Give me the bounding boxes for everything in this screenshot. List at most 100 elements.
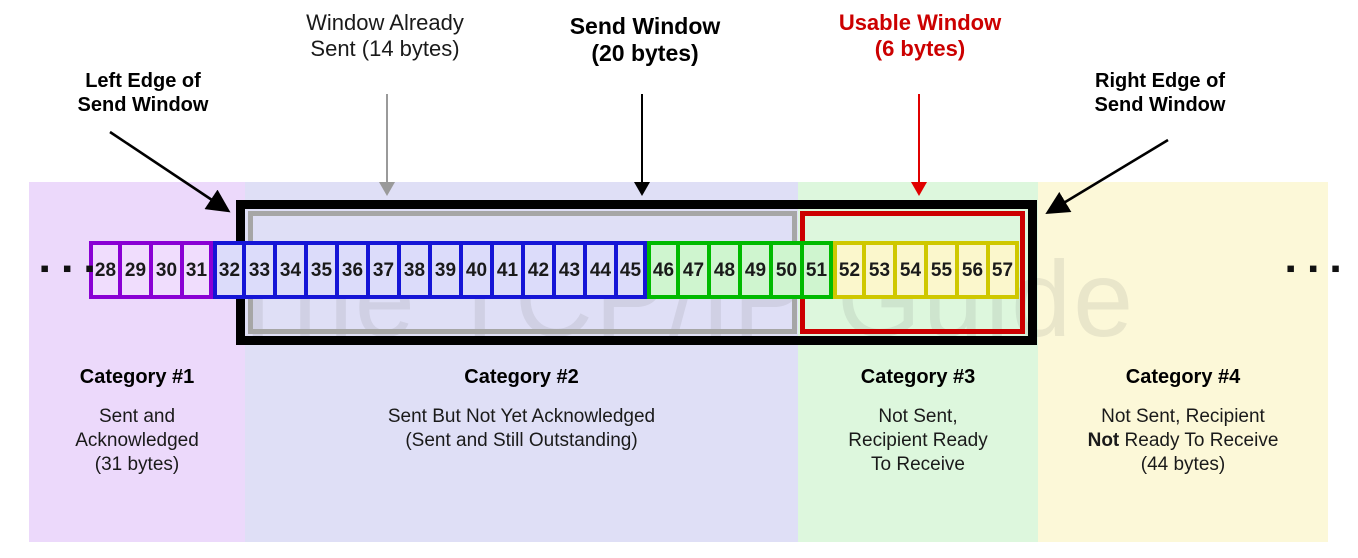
ellipsis-left: ▪ ▪ ▪ (40, 253, 98, 283)
byte-number: 31 (185, 259, 208, 281)
category-1-caption: Category #1 Sent and Acknowledged (31 by… (29, 365, 245, 478)
byte-number: 36 (341, 259, 364, 281)
byte-cell: 28 (89, 241, 120, 299)
category-4-desc: Not Sent, Recipient Not Ready To Receive… (1038, 405, 1328, 478)
byte-cell: 42 (523, 241, 554, 299)
category-4-bold-not: Not (1087, 429, 1120, 451)
category-3-desc: Not Sent, Recipient Ready To Receive (798, 405, 1038, 478)
byte-cell: 36 (337, 241, 368, 299)
category-1-desc-line-1: Sent and (98, 405, 176, 427)
byte-number: 55 (930, 259, 953, 281)
byte-number: 42 (527, 259, 550, 281)
label-left-edge-line-2: Send Window (77, 93, 209, 116)
byte-number: 37 (372, 259, 395, 281)
label-usable-window-line-2: (6 bytes) (874, 35, 966, 61)
byte-number: 47 (682, 259, 705, 281)
byte-cell: 50 (771, 241, 802, 299)
byte-number: 46 (652, 259, 675, 281)
byte-number: 38 (403, 259, 426, 281)
byte-cell: 45 (616, 241, 647, 299)
category-1-desc-line-3: (31 bytes) (94, 454, 180, 476)
label-left-edge-of-send-window: Left Edge of Send Window (28, 70, 258, 117)
category-2-title: Category #2 (464, 366, 579, 388)
byte-number: 35 (310, 259, 333, 281)
category-1-band (29, 182, 245, 542)
byte-cell: 32 (213, 241, 244, 299)
byte-number: 39 (434, 259, 457, 281)
byte-cell: 30 (151, 241, 182, 299)
label-send-window-line-1: Send Window (569, 13, 721, 39)
label-right-edge-line-2: Send Window (1094, 93, 1226, 116)
byte-cell: 31 (182, 241, 213, 299)
byte-cell: 29 (120, 241, 151, 299)
label-usable-window: Usable Window (6 bytes) (800, 10, 1040, 62)
byte-cell: 48 (709, 241, 740, 299)
ellipsis-right: ▪ ▪ ▪ (1286, 253, 1344, 283)
byte-number: 52 (838, 259, 861, 281)
arrow-shaft (386, 94, 388, 184)
byte-number: 40 (465, 259, 488, 281)
byte-cell: 54 (895, 241, 926, 299)
byte-number: 41 (496, 259, 519, 281)
byte-cell: 55 (926, 241, 957, 299)
label-right-edge-line-1: Right Edge of (1095, 70, 1225, 92)
arrow-shaft (641, 94, 643, 184)
label-window-already-sent: Window Already Sent (14 bytes) (250, 10, 520, 62)
byte-number: 50 (775, 259, 798, 281)
byte-number: 30 (155, 259, 178, 281)
byte-number: 56 (961, 259, 984, 281)
byte-cell: 44 (585, 241, 616, 299)
category-1-title: Category #1 (79, 366, 195, 388)
arrow-head (634, 182, 650, 196)
byte-number: 32 (218, 259, 241, 281)
byte-cell: 41 (492, 241, 523, 299)
category-2-desc-line-2: (Sent and Still Outstanding) (405, 429, 638, 451)
category-1-desc: Sent and Acknowledged (31 bytes) (29, 405, 245, 478)
byte-number: 28 (94, 259, 117, 281)
label-send-window-line-2: (20 bytes) (591, 40, 699, 67)
byte-number: 34 (279, 259, 302, 281)
byte-cell: 39 (430, 241, 461, 299)
category-3-desc-line-1: Not Sent, (878, 405, 958, 427)
byte-cell: 52 (833, 241, 864, 299)
category-4-desc-line-2: Not Ready To Receive (1087, 429, 1279, 451)
arrow-head (379, 182, 395, 196)
category-2-desc-line-1: Sent But Not Yet Acknowledged (387, 405, 656, 427)
byte-cell: 33 (244, 241, 275, 299)
byte-number: 43 (558, 259, 581, 281)
category-4-title: Category #4 (1125, 366, 1241, 388)
label-usable-window-line-1: Usable Window (838, 10, 1002, 35)
category-4-desc-line-3: (44 bytes) (1140, 454, 1226, 476)
arrow-shaft (918, 94, 920, 184)
byte-cell: 51 (802, 241, 833, 299)
byte-cell: 47 (678, 241, 709, 299)
byte-number: 45 (619, 259, 642, 281)
byte-number: 29 (124, 259, 147, 281)
byte-cell: 35 (306, 241, 337, 299)
category-3-caption: Category #3 Not Sent, Recipient Ready To… (798, 365, 1038, 478)
byte-number: 57 (991, 259, 1014, 281)
category-3-desc-line-3: To Receive (871, 454, 965, 476)
byte-cell: 43 (554, 241, 585, 299)
category-3-desc-line-2: Recipient Ready (848, 429, 988, 451)
byte-cell: 49 (740, 241, 771, 299)
byte-cell: 40 (461, 241, 492, 299)
label-send-window: Send Window (20 bytes) (530, 13, 760, 67)
byte-cell: 37 (368, 241, 399, 299)
category-4-caption: Category #4 Not Sent, Recipient Not Read… (1038, 365, 1328, 478)
byte-cell: 46 (647, 241, 678, 299)
byte-number: 54 (899, 259, 922, 281)
label-already-sent-line-2: Sent (14 bytes) (310, 35, 460, 61)
category-2-desc: Sent But Not Yet Acknowledged (Sent and … (245, 405, 798, 454)
byte-cell: 38 (399, 241, 430, 299)
byte-number: 53 (868, 259, 891, 281)
category-4-band (1038, 182, 1328, 542)
byte-number: 49 (744, 259, 767, 281)
category-2-caption: Category #2 Sent But Not Yet Acknowledge… (245, 365, 798, 453)
label-already-sent-line-1: Window Already (306, 10, 464, 35)
byte-number: 44 (589, 259, 612, 281)
label-left-edge-line-1: Left Edge of (85, 70, 201, 92)
byte-cell: 57 (988, 241, 1019, 299)
